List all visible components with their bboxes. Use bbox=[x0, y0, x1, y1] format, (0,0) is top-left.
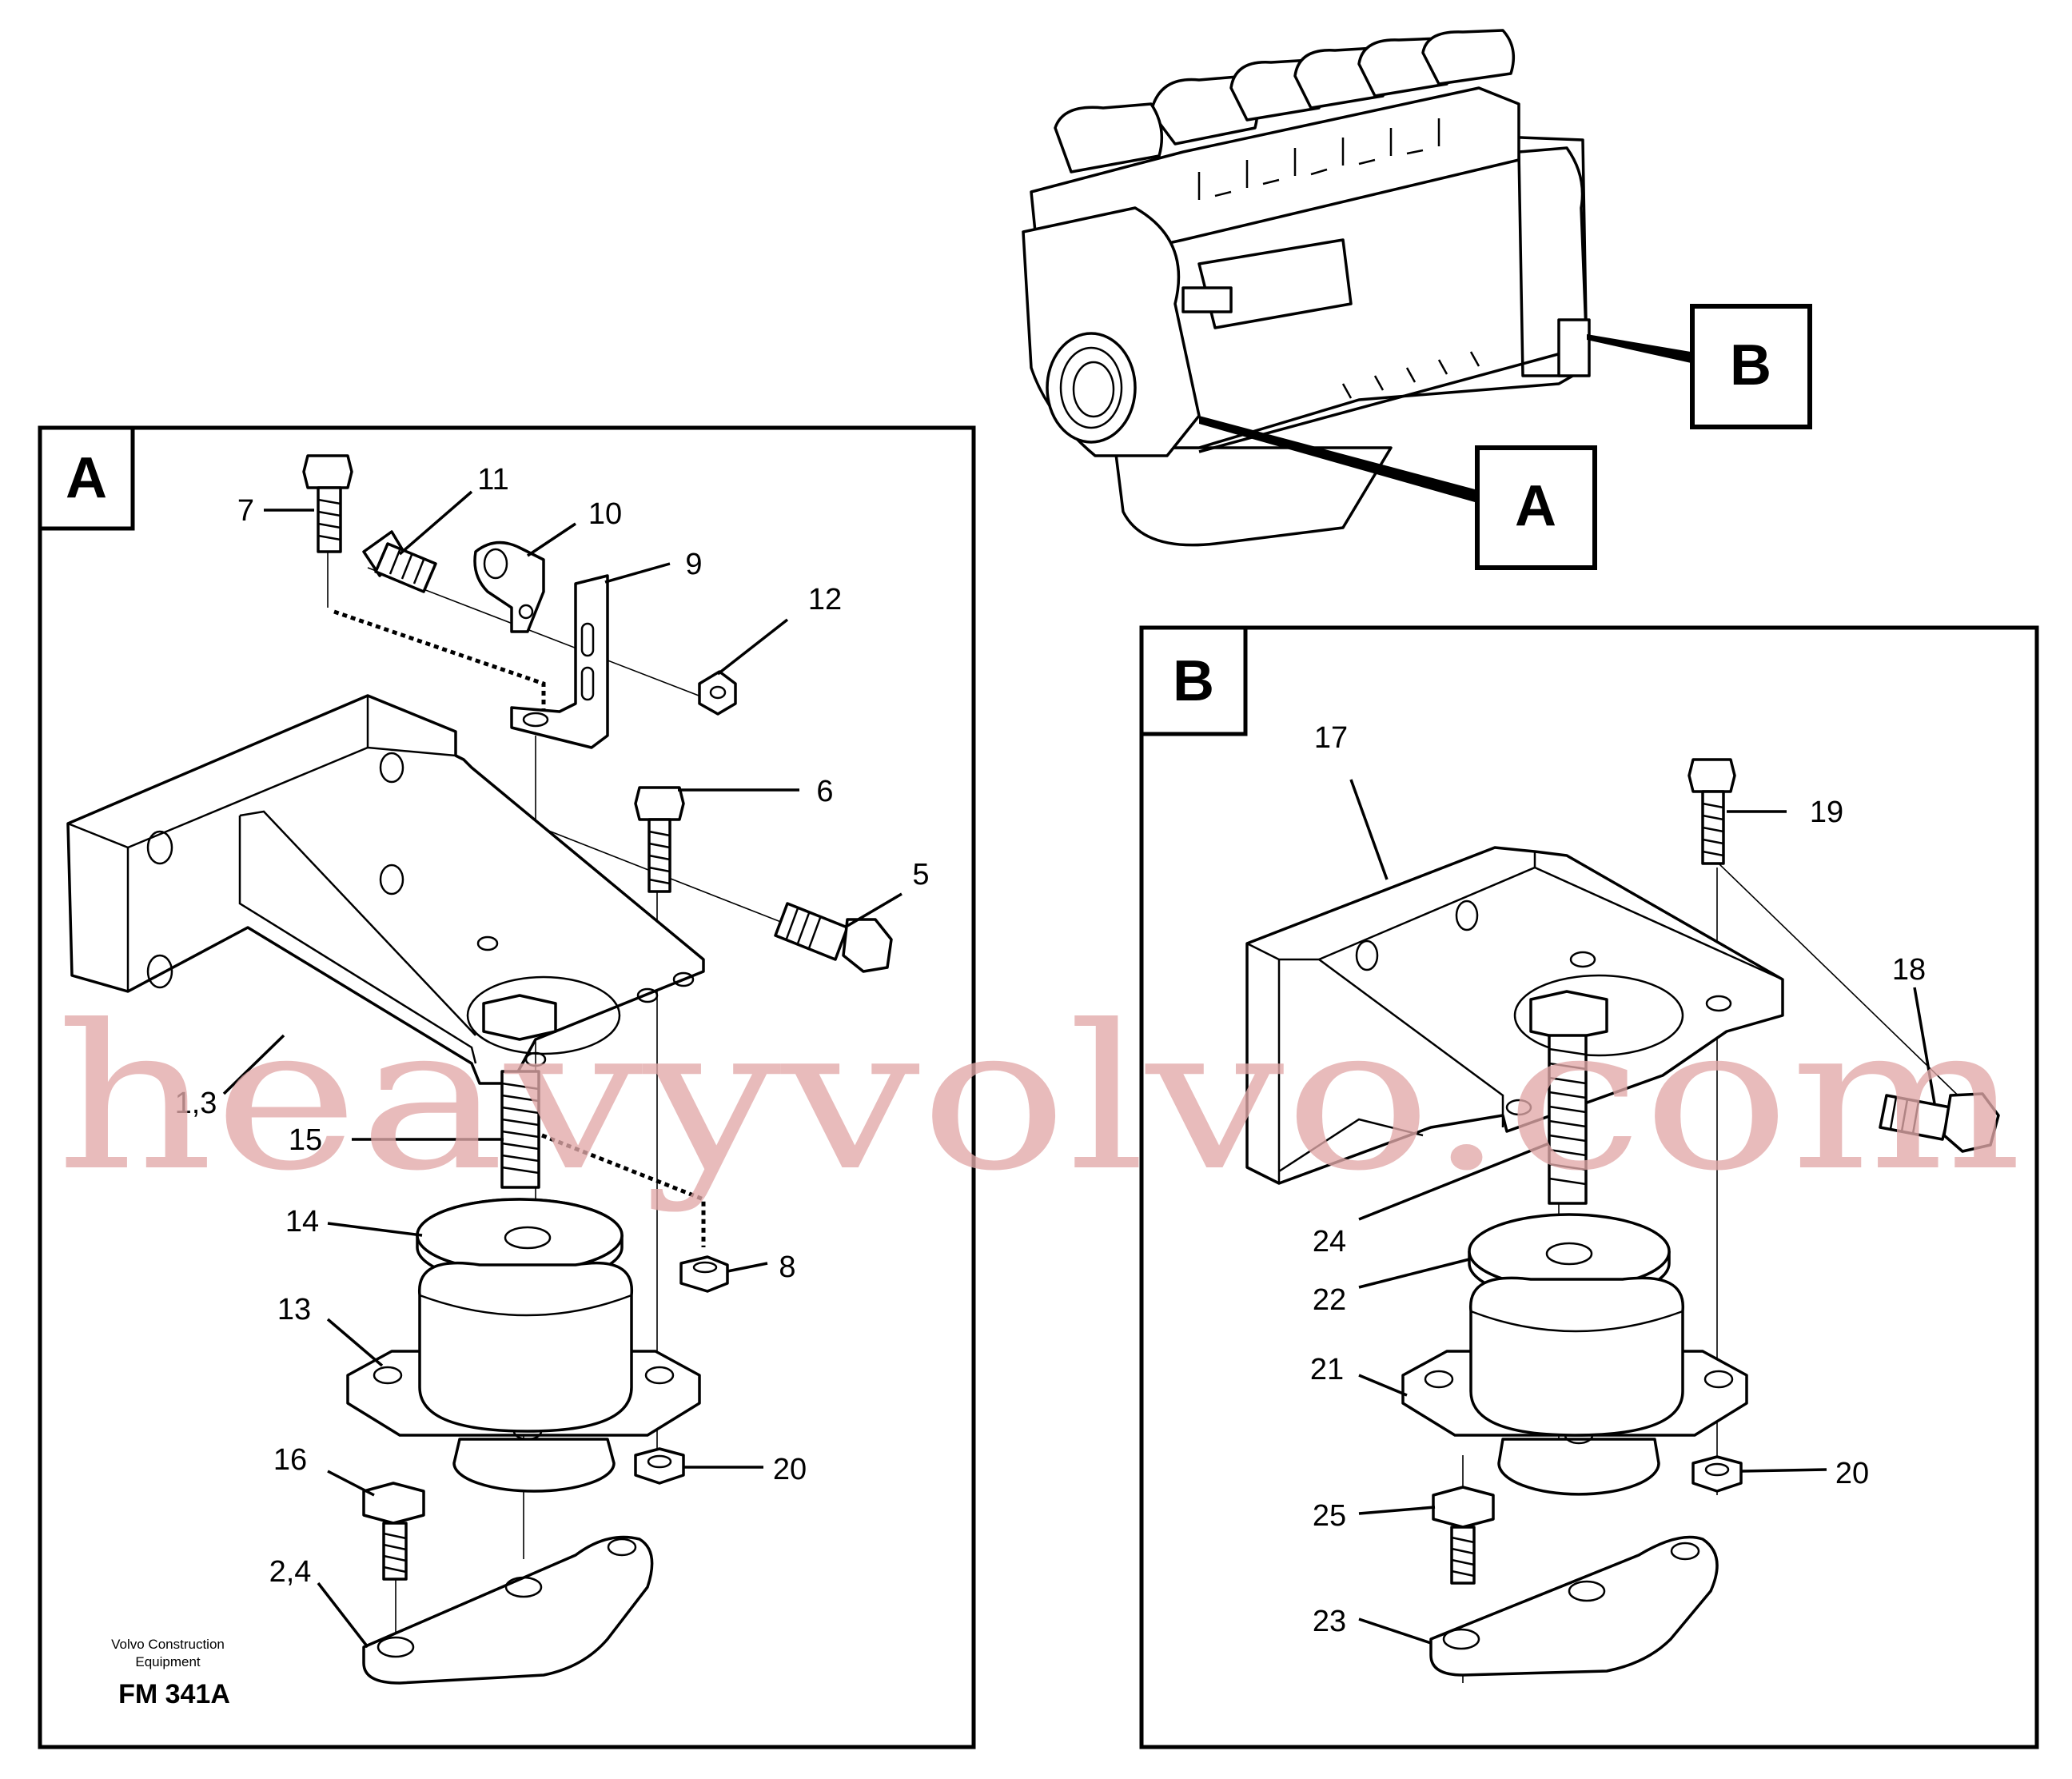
label-5: 5 bbox=[912, 858, 929, 891]
label-1-3: 1,3 bbox=[175, 1087, 217, 1120]
figure-code: FM 341A bbox=[118, 1679, 230, 1709]
label-9: 9 bbox=[685, 548, 702, 581]
callout-b-label: B bbox=[1730, 333, 1771, 397]
label-25: 25 bbox=[1313, 1499, 1346, 1533]
label-11: 11 bbox=[477, 463, 508, 497]
watermark-text: heavyvolvo.com bbox=[56, 982, 2022, 1215]
bolt-25 bbox=[1432, 1486, 1495, 1585]
stud-15 bbox=[482, 994, 557, 1189]
detail-a-panel: A bbox=[38, 425, 976, 1749]
label-20-a: 20 bbox=[773, 1453, 807, 1486]
nut-20-b bbox=[1691, 1455, 1743, 1493]
nut-20-a bbox=[634, 1447, 685, 1485]
label-6: 6 bbox=[816, 775, 833, 808]
bolt-6 bbox=[634, 786, 685, 893]
engine-overview bbox=[1022, 29, 1695, 547]
detail-a-label: A bbox=[66, 446, 107, 510]
bolt-7 bbox=[302, 454, 353, 553]
clip-10 bbox=[473, 540, 545, 633]
label-22: 22 bbox=[1313, 1283, 1346, 1317]
label-18: 18 bbox=[1892, 953, 1926, 987]
bolt-11 bbox=[362, 530, 437, 593]
label-12: 12 bbox=[808, 583, 842, 616]
plate-23 bbox=[1429, 1535, 1719, 1677]
bracket-17 bbox=[1245, 846, 1784, 1185]
label-10: 10 bbox=[588, 497, 622, 531]
label-20-b: 20 bbox=[1835, 1457, 1869, 1490]
label-17: 17 bbox=[1314, 721, 1348, 755]
label-13: 13 bbox=[277, 1293, 311, 1326]
rubber-mount-21 bbox=[1401, 1276, 1748, 1496]
company-line-1: Volvo Construction bbox=[111, 1637, 225, 1652]
label-16: 16 bbox=[273, 1443, 307, 1477]
bolt-18 bbox=[1879, 1092, 2000, 1153]
bolt-5 bbox=[774, 902, 893, 973]
label-23: 23 bbox=[1313, 1605, 1346, 1638]
label-2-4: 2,4 bbox=[269, 1555, 312, 1589]
label-8: 8 bbox=[779, 1250, 795, 1284]
stud-24 bbox=[1529, 990, 1608, 1205]
callout-box-b: B bbox=[1690, 304, 1812, 429]
label-7: 7 bbox=[237, 494, 254, 528]
nut-12 bbox=[698, 670, 737, 716]
bolt-16 bbox=[362, 1482, 425, 1581]
plate-2-4 bbox=[362, 1535, 654, 1685]
detail-b-label: B bbox=[1173, 649, 1214, 713]
company-line-2: Equipment bbox=[135, 1654, 201, 1669]
detail-b-panel: B bbox=[1139, 625, 2039, 1749]
nut-8 bbox=[679, 1255, 729, 1293]
bracket-1-3 bbox=[66, 694, 705, 1085]
label-21: 21 bbox=[1310, 1353, 1344, 1386]
label-24: 24 bbox=[1313, 1225, 1346, 1258]
callout-box-a: A bbox=[1475, 445, 1597, 570]
label-19: 19 bbox=[1810, 796, 1843, 829]
bolt-19 bbox=[1687, 758, 1736, 865]
callout-a-label: A bbox=[1515, 474, 1556, 538]
bracket-9 bbox=[510, 574, 609, 749]
rubber-mount-13 bbox=[346, 1261, 701, 1493]
label-14: 14 bbox=[285, 1205, 319, 1239]
label-15: 15 bbox=[289, 1123, 322, 1157]
